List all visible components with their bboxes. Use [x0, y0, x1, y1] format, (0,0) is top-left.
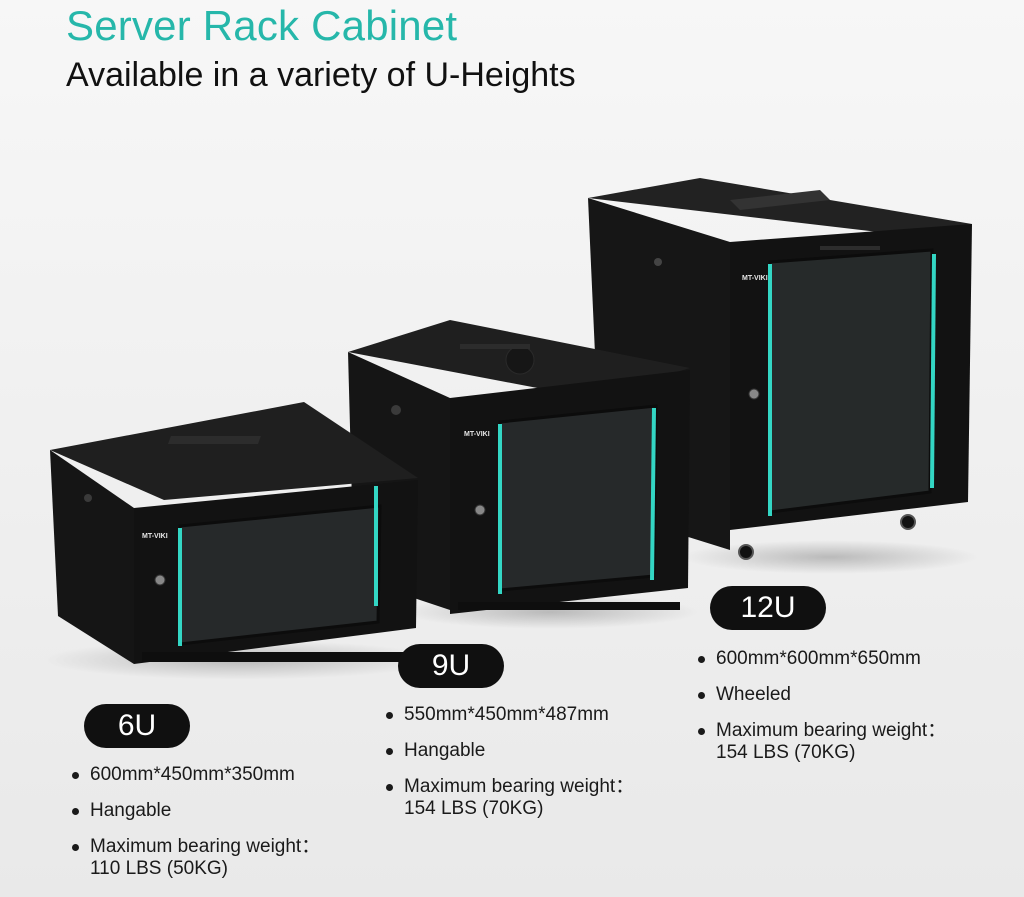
spec-item: Hangable: [72, 800, 320, 822]
size-badge-12u: 12U: [710, 586, 826, 630]
bullet-icon: [386, 748, 393, 755]
spec-item: 550mm*450mm*487mm: [386, 704, 634, 726]
spec-item: Maximum bearing weight：154 LBS (70KG): [698, 720, 946, 764]
spec-item: Hangable: [386, 740, 634, 762]
spec-item: 600mm*450mm*350mm: [72, 764, 320, 786]
bullet-icon: [72, 772, 79, 779]
bullet-icon: [698, 692, 705, 699]
spec-list-9u: 550mm*450mm*487mm Hangable Maximum beari…: [386, 704, 634, 834]
spec-item: Wheeled: [698, 684, 946, 706]
page-subtitle: Available in a variety of U-Heights: [66, 56, 576, 94]
cabinet-9u-image: MT-VIKI: [348, 320, 690, 614]
cabinet-6u-brand: MT-VIKI: [142, 533, 168, 540]
bullet-icon: [72, 808, 79, 815]
page-title: Server Rack Cabinet: [66, 2, 458, 49]
spec-list-12u: 600mm*600mm*650mm Wheeled Maximum bearin…: [698, 648, 946, 778]
spec-item: Maximum bearing weight：110 LBS (50KG): [72, 836, 320, 880]
bullet-icon: [698, 656, 705, 663]
bullet-icon: [698, 728, 705, 735]
bullet-icon: [386, 784, 393, 791]
spec-list-6u: 600mm*450mm*350mm Hangable Maximum beari…: [72, 764, 320, 894]
bullet-icon: [386, 712, 393, 719]
size-badge-6u: 6U: [84, 704, 190, 748]
bullet-icon: [72, 844, 79, 851]
spec-item: 600mm*600mm*650mm: [698, 648, 946, 670]
cabinet-12u-brand: MT-VIKI: [742, 275, 768, 282]
cabinet-6u-image: MT-VIKI: [50, 402, 418, 664]
size-badge-9u: 9U: [398, 644, 504, 688]
spec-item: Maximum bearing weight：154 LBS (70KG): [386, 776, 634, 820]
cabinet-9u-brand: MT-VIKI: [464, 431, 490, 438]
